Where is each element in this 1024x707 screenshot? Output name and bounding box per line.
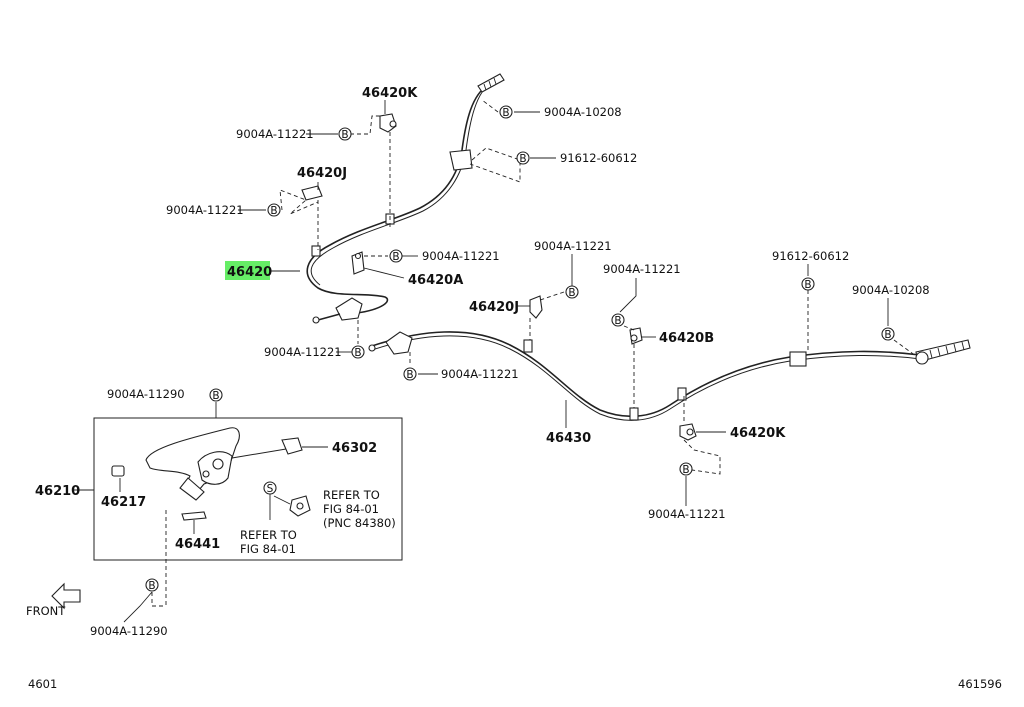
bolt-marker-icon: B (267, 203, 281, 217)
clip-46420J-top (301, 185, 323, 201)
svg-text:B: B (354, 347, 361, 359)
svg-text:B: B (568, 287, 575, 299)
svg-text:B: B (392, 251, 399, 263)
label-46420K-right[interactable]: 46420K (730, 426, 786, 441)
label-46420B[interactable]: 46420B (659, 331, 714, 346)
label-9004A-11221-h[interactable]: 9004A-11221 (648, 507, 726, 521)
bolt-marker-icon: B (403, 367, 417, 381)
bolt-marker-icon: B (516, 151, 530, 165)
screw-marker-icon: S (263, 481, 277, 495)
svg-text:B: B (270, 205, 277, 217)
svg-text:B: B (148, 580, 155, 592)
svg-text:B: B (804, 279, 811, 291)
svg-text:S: S (267, 483, 274, 495)
label-46210[interactable]: 46210 (35, 484, 80, 499)
svg-text:B: B (884, 329, 891, 341)
parking-brake-lever-46210 (145, 427, 240, 501)
label-9004A-11290-top[interactable]: 9004A-11290 (107, 387, 185, 401)
bolt-markers: B B B B B B B B B B B B B B S (145, 105, 895, 592)
label-9004A-11221-c[interactable]: 9004A-11221 (422, 249, 500, 263)
front-arrow-icon (51, 582, 81, 610)
label-46441[interactable]: 46441 (175, 537, 220, 552)
label-9004A-11221-b[interactable]: 9004A-11221 (166, 203, 244, 217)
refer-to-text-a: REFER TO (323, 488, 380, 502)
clip-46420B (629, 327, 643, 345)
lever-assembly-box (93, 417, 403, 561)
label-46420K-top[interactable]: 46420K (362, 86, 418, 101)
leader-lines (74, 99, 917, 623)
label-91612-60612-right[interactable]: 91612-60612 (772, 249, 849, 263)
label-46420A[interactable]: 46420A (408, 273, 463, 288)
highlight-46420 (225, 261, 270, 280)
svg-text:B: B (682, 464, 689, 476)
label-9004A-11221-e[interactable]: 9004A-11221 (441, 367, 519, 381)
switch-part (289, 495, 311, 517)
refer-pnc-text-a: (PNC 84380) (323, 516, 396, 530)
label-46420J-top[interactable]: 46420J (297, 166, 347, 181)
cable-46420 (306, 73, 505, 324)
bolt-marker-icon: B (209, 388, 223, 402)
page-number-right: 461596 (958, 677, 1002, 691)
svg-text:B: B (614, 315, 621, 327)
svg-text:B: B (406, 369, 413, 381)
refer-fig-text-b: FIG 84-01 (240, 542, 296, 556)
clip-46420J-mid (529, 295, 543, 319)
label-46420[interactable]: 46420 (227, 265, 272, 280)
clip-46420K-top (379, 113, 397, 133)
svg-text:B: B (341, 129, 348, 141)
cable-46430 (368, 331, 971, 421)
label-91612-60612-top[interactable]: 91612-60612 (560, 151, 637, 165)
bolt-marker-icon: B (338, 127, 352, 141)
bolt-marker-icon: B (389, 249, 403, 263)
bracket-46420A (351, 251, 365, 275)
front-label: FRONT (26, 604, 66, 618)
label-9004A-10208-top[interactable]: 9004A-10208 (544, 105, 622, 119)
bolt-marker-icon: B (499, 105, 513, 119)
label-46302[interactable]: 46302 (332, 441, 377, 456)
bolt-marker-icon: B (565, 285, 579, 299)
label-9004A-10208-right[interactable]: 9004A-10208 (852, 283, 930, 297)
label-46217[interactable]: 46217 (101, 495, 146, 510)
label-9004A-11290-bottom[interactable]: 9004A-11290 (90, 624, 168, 638)
bolt-marker-icon: B (611, 313, 625, 327)
refer-fig-text-a: FIG 84-01 (323, 502, 379, 516)
label-46420J-mid[interactable]: 46420J (469, 300, 519, 315)
bolt-marker-icon: B (801, 277, 815, 291)
refer-to-text-b: REFER TO (240, 528, 297, 542)
cable-46302 (231, 437, 303, 459)
svg-text:B: B (502, 107, 509, 119)
label-46430[interactable]: 46430 (546, 431, 591, 446)
bolt-marker-icon: B (881, 327, 895, 341)
label-9004A-11221-a[interactable]: 9004A-11221 (236, 127, 314, 141)
part-labels[interactable]: 46420K 9004A-11221 9004A-10208 91612-606… (26, 86, 1002, 691)
bolt-marker-icon: B (145, 578, 159, 592)
knob-46217 (111, 465, 125, 477)
label-9004A-11221-g[interactable]: 9004A-11221 (603, 262, 681, 276)
label-9004A-11221-d[interactable]: 9004A-11221 (264, 345, 342, 359)
bolt-marker-icon: B (679, 462, 693, 476)
label-9004A-11221-f[interactable]: 9004A-11221 (534, 239, 612, 253)
svg-text:B: B (212, 390, 219, 402)
svg-text:B: B (519, 153, 526, 165)
pin-46441 (181, 511, 207, 521)
bolt-marker-icon: B (351, 345, 365, 359)
page-number-left: 4601 (28, 677, 57, 691)
clip-46420K-right (679, 423, 697, 441)
